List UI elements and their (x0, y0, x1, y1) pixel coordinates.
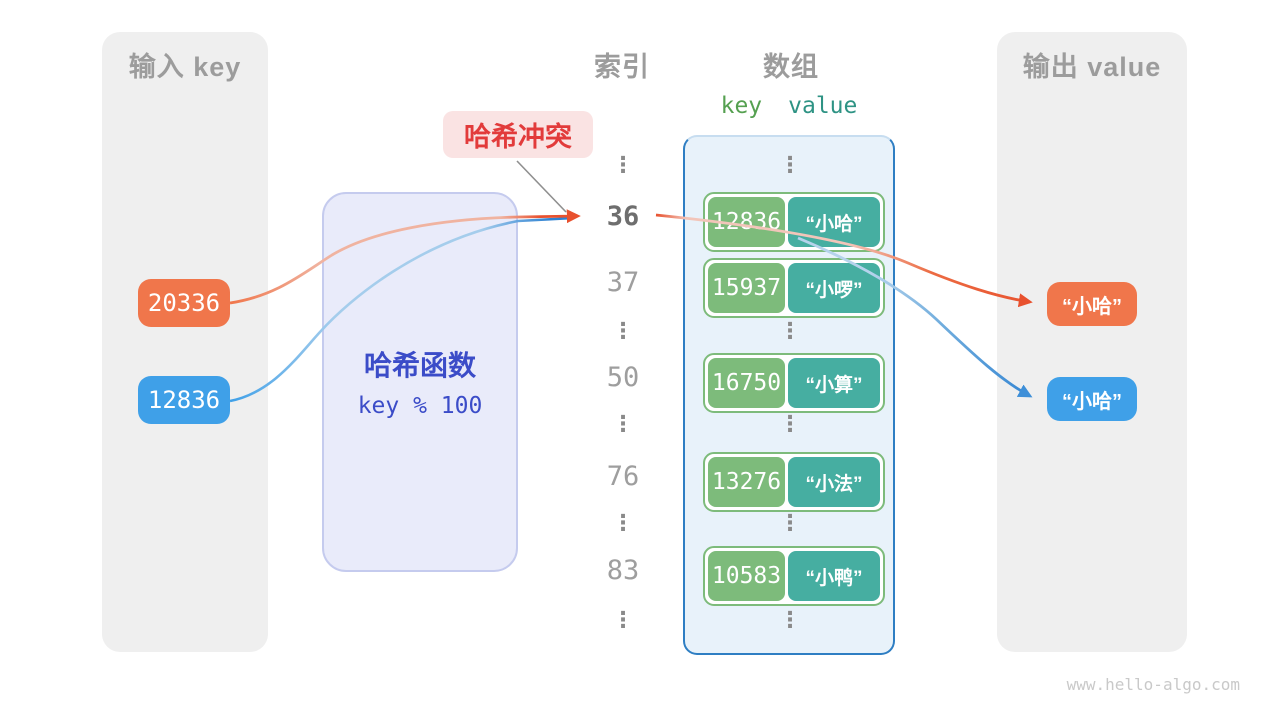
value-cell: “小鸭” (788, 551, 880, 601)
value-cell: “小法” (788, 457, 880, 507)
index-ellipsis: ⋮ (612, 510, 634, 535)
hash-collision-label: 哈希冲突 (443, 111, 593, 158)
bucket-row: 83 10583“小鸭” (592, 546, 895, 606)
array-ellipsis: ⋮ (779, 152, 801, 177)
kv-pair: 10583“小鸭” (703, 546, 885, 606)
bucket-row: 50 16750“小算” (592, 353, 895, 413)
value-cell: “小啰” (788, 263, 880, 313)
index-label: 83 (606, 555, 640, 586)
input-key-box-20336: 20336 (138, 279, 230, 327)
output-column-header: 输出 value (1022, 52, 1162, 82)
ellipsis-row: ⋮⋮ (592, 510, 895, 536)
key-cell: 16750 (708, 358, 785, 408)
index-ellipsis: ⋮ (612, 318, 634, 343)
wire-collision-callout (516, 160, 567, 213)
key-value-subheader: key value (683, 93, 895, 119)
array-ellipsis: ⋮ (779, 411, 801, 436)
watermark: www.hello-algo.com (1066, 675, 1240, 694)
ellipsis-row: ⋮⋮ (592, 318, 895, 344)
key-cell: 12836 (708, 197, 785, 247)
key-cell: 15937 (708, 263, 785, 313)
index-column-header: 索引 (594, 52, 650, 82)
key-cell: 13276 (708, 457, 785, 507)
input-panel (102, 32, 268, 652)
index-label: 36 (606, 201, 640, 232)
index-ellipsis: ⋮ (612, 152, 634, 177)
index-label: 37 (606, 267, 640, 298)
index-label: 50 (606, 362, 640, 393)
key-cell: 10583 (708, 551, 785, 601)
value-cell: “小算” (788, 358, 880, 408)
kv-pair: 12836“小哈” (703, 192, 885, 252)
ellipsis-row: ⋮⋮ (592, 411, 895, 437)
output-value-box-orange: “小哈” (1047, 282, 1137, 326)
hash-function-formula: key % 100 (357, 393, 483, 419)
bucket-row: 36 12836“小哈” (592, 192, 895, 252)
value-cell: “小哈” (788, 197, 880, 247)
output-value-box-blue: “小哈” (1047, 377, 1137, 421)
array-column-header: 数组 (763, 52, 819, 82)
array-ellipsis: ⋮ (779, 607, 801, 632)
index-ellipsis: ⋮ (612, 607, 634, 632)
output-panel (997, 32, 1187, 652)
array-ellipsis: ⋮ (779, 318, 801, 343)
bucket-row: 37 15937“小啰” (592, 258, 895, 318)
key-subheader-label: key (720, 93, 763, 119)
value-subheader-label: value (788, 93, 858, 119)
input-column-header: 输入 key (128, 52, 242, 82)
index-ellipsis: ⋮ (612, 411, 634, 436)
ellipsis-row: ⋮⋮ (592, 152, 895, 178)
ellipsis-row: ⋮⋮ (592, 607, 895, 633)
array-ellipsis: ⋮ (779, 510, 801, 535)
kv-pair: 13276“小法” (703, 452, 885, 512)
input-key-box-12836: 12836 (138, 376, 230, 424)
bucket-row: 76 13276“小法” (592, 452, 895, 512)
hash-function-title: 哈希函数 (363, 350, 476, 381)
kv-pair: 16750“小算” (703, 353, 885, 413)
index-label: 76 (606, 461, 640, 492)
kv-pair: 15937“小啰” (703, 258, 885, 318)
